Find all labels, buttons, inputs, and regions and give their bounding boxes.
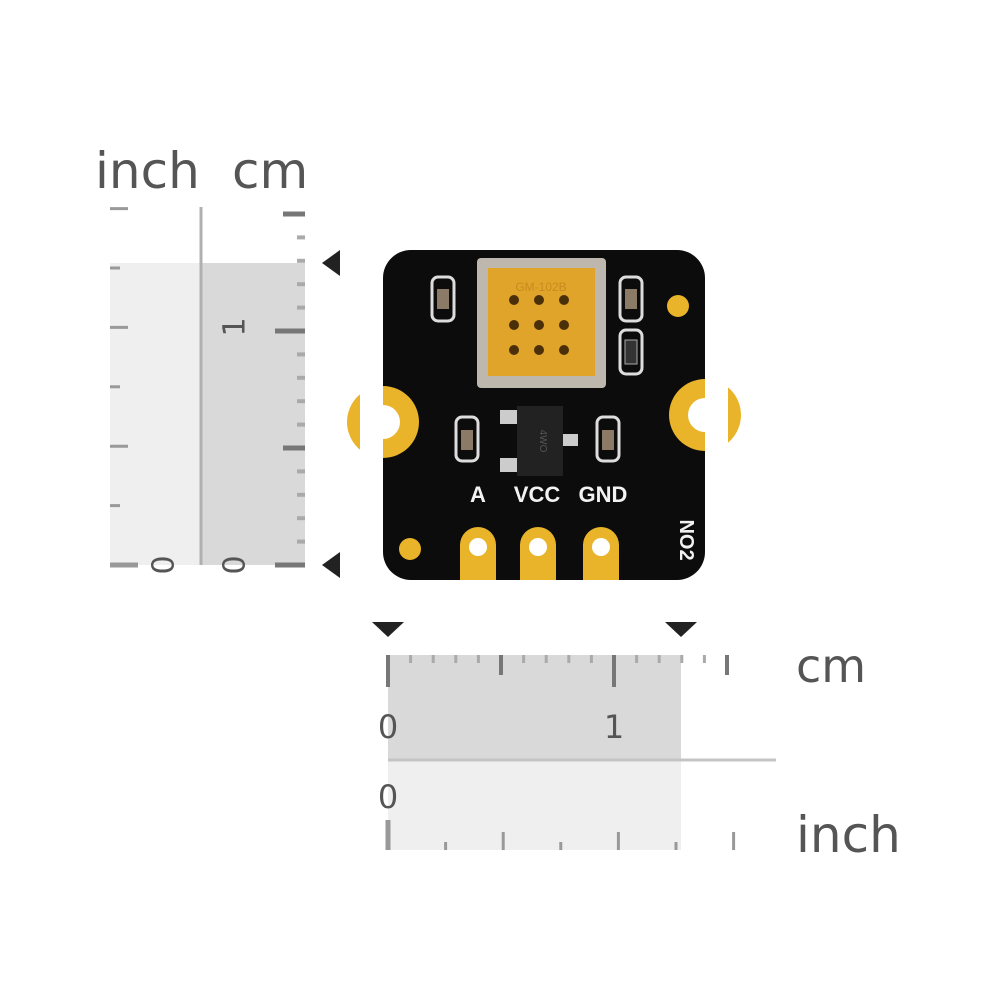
smd-components: 4WO [430,275,644,476]
inch-shade [388,760,681,850]
horizontal-cm-label: cm [796,639,866,693]
bottom-marker-arrow [322,552,340,578]
vertical-cm-label: cm [232,142,308,200]
horizontal-inch-zero: 0 [378,778,398,816]
gas-label: NO2 [675,519,697,560]
vertical-ruler: inch cm 0 0 1 [95,142,340,578]
horizontal-cm-zero: 0 [378,708,398,746]
pin-label-gnd: GND [579,482,628,507]
cm-shade [388,655,681,760]
pin-label-vcc: VCC [514,482,561,507]
left-marker-arrow [372,622,404,637]
corner-pad [399,538,421,560]
horizontal-inch-label: inch [796,806,901,864]
transistor-chip [517,406,563,476]
vertical-cm-zero: 0 [218,555,253,574]
top-marker-arrow [322,250,340,276]
horizontal-ruler: cm inch 0 1 0 [372,622,901,864]
horizontal-cm-one: 1 [604,708,624,746]
pin-pads [460,527,619,580]
vertical-inch-zero: 0 [147,555,182,574]
corner-pad [667,295,689,317]
pin-label-a: A [470,482,486,507]
vertical-cm-one: 1 [218,317,253,336]
chip-marking: 4WO [537,430,548,453]
inch-shade [110,263,201,565]
sensor-vent-holes [509,295,569,355]
right-marker-arrow [665,622,697,637]
cm-shade [201,263,305,565]
vertical-inch-label: inch [95,142,200,200]
sensor-board: GM-102B 4WO A VCC GND NO2 [347,250,741,580]
sensor-marking: GM-102B [515,280,566,294]
